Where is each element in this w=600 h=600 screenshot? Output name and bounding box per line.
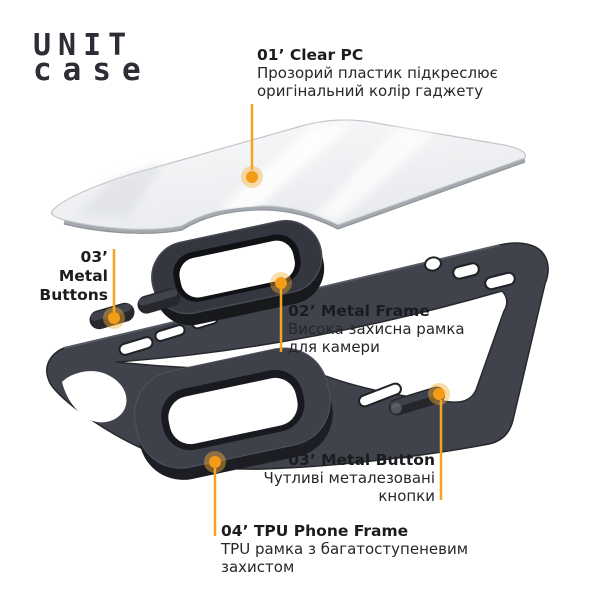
annotation-metal-button: 03’ Metal Button Чутливі металезовані кн… bbox=[235, 450, 435, 505]
annotation-tpu-frame: 04’ TPU Phone Frame TPU рамка з багатост… bbox=[221, 521, 491, 576]
annotation-title: 04’ TPU Phone Frame bbox=[221, 522, 409, 540]
annotation-desc-line: Висока захисна рамка bbox=[288, 320, 465, 338]
annotation-desc-line: оригінальний колір гаджету bbox=[257, 81, 484, 100]
tpu-case-frame bbox=[46, 242, 549, 480]
annotation-metal-buttons: 03’ Metal Buttons bbox=[28, 248, 108, 305]
camera-hole bbox=[424, 256, 442, 272]
annotation-title: 03’ Metal Button bbox=[288, 451, 435, 469]
metal-button-left-2 bbox=[137, 288, 181, 314]
callout-dot-03-right bbox=[428, 383, 450, 405]
brand-logo-line2: case bbox=[33, 52, 152, 88]
annotation-title: 02’ Metal Frame bbox=[288, 302, 430, 320]
clear-pc-plate bbox=[50, 119, 527, 234]
annotation-title: 01’ Clear PC bbox=[257, 46, 364, 64]
callout-dot-04 bbox=[204, 451, 226, 473]
brand-logo-line1: UNIT bbox=[33, 28, 134, 63]
annotation-title: 03’ Metal bbox=[58, 248, 108, 285]
button-slot bbox=[118, 336, 154, 356]
side-slot bbox=[358, 382, 402, 408]
annotation-metal-frame: 02’ Metal Frame Висока захисна рамка для… bbox=[288, 301, 518, 356]
brand-logo: UNIT case bbox=[33, 28, 152, 88]
pill-hole bbox=[452, 262, 480, 280]
annotation-desc-line: захистом bbox=[221, 557, 295, 576]
annotation-title: Buttons bbox=[39, 286, 108, 304]
pill-hole bbox=[484, 271, 516, 291]
metal-camera-frame bbox=[151, 219, 325, 326]
case-camera-surround bbox=[134, 347, 333, 480]
annotation-desc-line: TPU рамка з багатоступеневим bbox=[221, 540, 469, 558]
annotation-desc-line: Прозорий пластик підкреслює bbox=[257, 64, 498, 82]
annotation-clear-pc: 01’ Clear PC Прозорий пластик підкреслює… bbox=[257, 45, 527, 100]
callout-dot-02 bbox=[270, 272, 292, 294]
annotation-desc-line: Чутливі металезовані bbox=[263, 469, 435, 487]
callout-dot-03-left bbox=[103, 307, 125, 329]
button-slot bbox=[154, 324, 186, 342]
annotation-desc-line: кнопки bbox=[378, 486, 435, 505]
annotation-desc-line: для камери bbox=[288, 337, 380, 356]
metal-button-right bbox=[388, 386, 446, 416]
callout-dot-01 bbox=[241, 166, 263, 188]
